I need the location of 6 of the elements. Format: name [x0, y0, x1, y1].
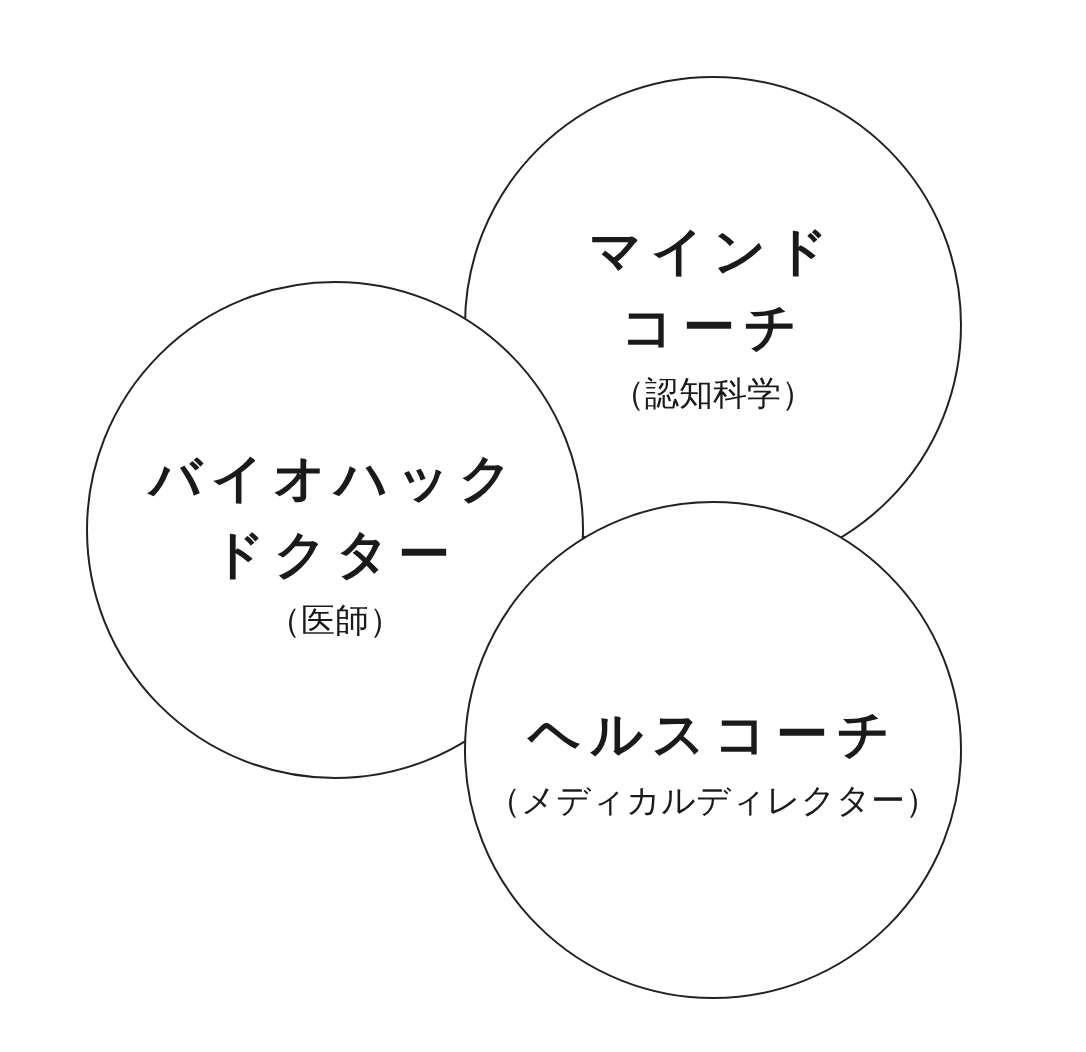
circle-subtitle: （メディカルディレクター）	[487, 779, 939, 822]
circle-title: バイオハックドクター	[146, 447, 522, 586]
circle-subtitle: （医師）	[267, 599, 403, 642]
circle-title: ヘルスコーチ	[526, 703, 900, 766]
circle-title: マインドコーチ	[588, 220, 838, 359]
circle-subtitle: （認知科学）	[611, 372, 815, 415]
